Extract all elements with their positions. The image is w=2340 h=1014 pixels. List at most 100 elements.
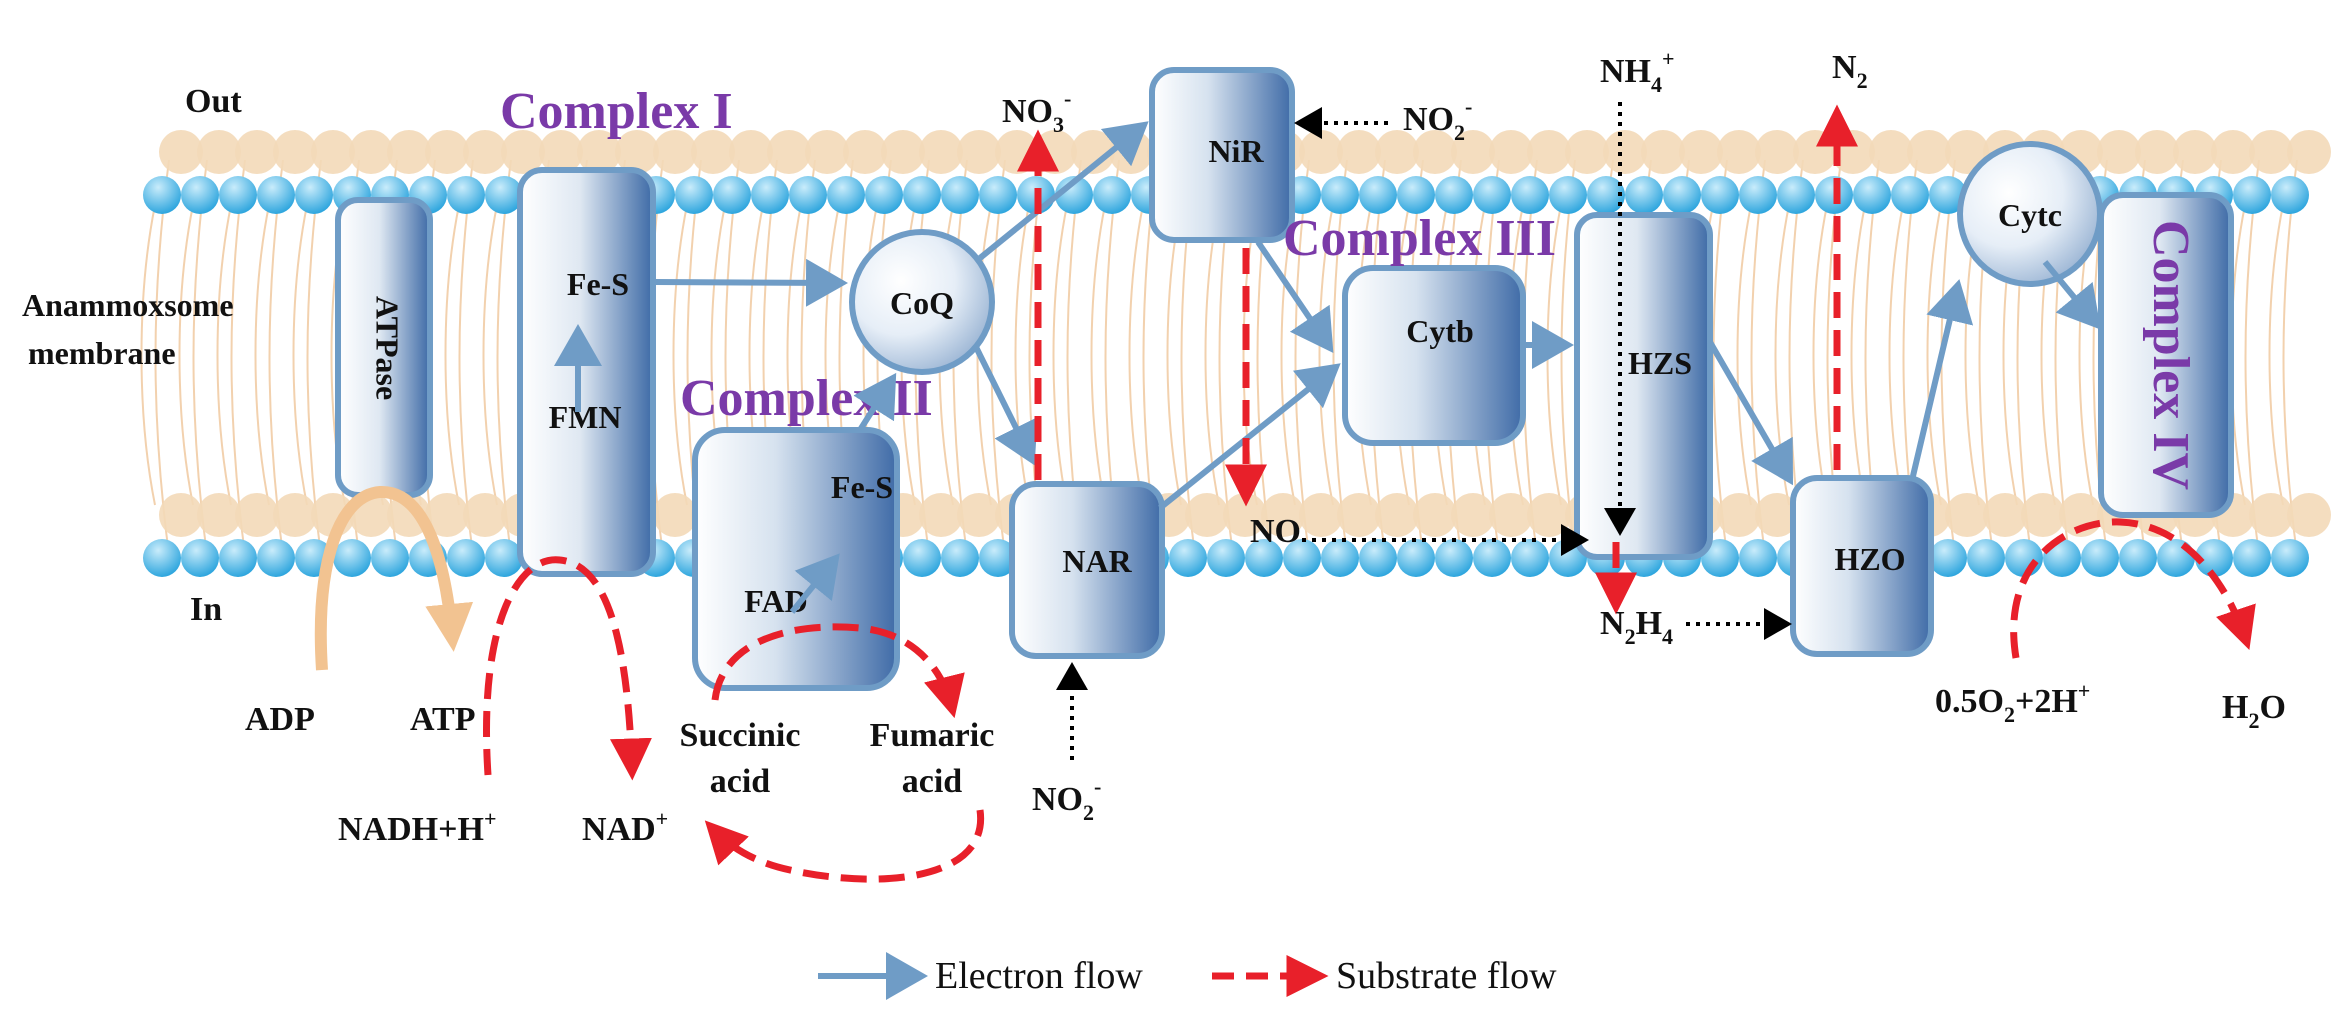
lipid-head xyxy=(979,539,1017,577)
lipid-head xyxy=(1413,493,1457,537)
lipid-head xyxy=(1587,176,1625,214)
lipid-head xyxy=(1435,539,1473,577)
in-label: In xyxy=(190,591,222,628)
lipid-head xyxy=(539,130,583,174)
lipid-head xyxy=(295,176,333,214)
lipid-tail xyxy=(672,204,688,506)
lipid-head xyxy=(501,130,545,174)
lipid-head xyxy=(1565,130,1609,174)
lipid-head xyxy=(729,130,773,174)
coq-circle xyxy=(849,229,995,375)
lipid-head xyxy=(463,130,507,174)
lipid-head xyxy=(2211,130,2255,174)
lipid-tail xyxy=(2268,204,2284,506)
cytb-box xyxy=(1342,265,1526,446)
lipid-head xyxy=(577,130,621,174)
lipid-head xyxy=(691,130,735,174)
lipid-head xyxy=(919,130,963,174)
lipid-head xyxy=(1717,493,1761,537)
succinic-acid-label-line1: Succinic xyxy=(680,717,801,754)
lipid-tail xyxy=(254,204,270,506)
atpase-label: ATPase xyxy=(370,296,406,400)
lipid-head xyxy=(311,130,355,174)
lipid-tail xyxy=(192,159,208,556)
diffusion-arrows xyxy=(1056,102,1792,760)
lipid-head xyxy=(827,176,865,214)
lipid-head xyxy=(1321,176,1359,214)
lipid-tail xyxy=(444,204,460,506)
lipid-head xyxy=(1299,493,1343,537)
lipid-head xyxy=(941,539,979,577)
lipid-head xyxy=(1869,130,1913,174)
lipid-head xyxy=(995,130,1039,174)
lipid-head xyxy=(1527,130,1571,174)
legend: Electron flow Substrate flow xyxy=(818,952,1557,1000)
lipid-head xyxy=(2249,493,2293,537)
n2h4-label: N2H4 xyxy=(1600,605,1673,649)
lipid-head xyxy=(485,539,523,577)
lipid-tail xyxy=(230,159,246,556)
nadh-label: NADH+H+ xyxy=(338,806,496,848)
lipid-head xyxy=(1359,539,1397,577)
lipid-head xyxy=(447,176,485,214)
lipid-head xyxy=(333,539,371,577)
lipid-tail xyxy=(1850,204,1866,506)
lipid-head xyxy=(2135,130,2179,174)
lipid-head xyxy=(2271,176,2309,214)
lipid-tail xyxy=(1318,204,1334,506)
lipid-head xyxy=(881,130,925,174)
complex-iv-box xyxy=(2098,192,2234,518)
lipid-head xyxy=(653,130,697,174)
lipid-tail xyxy=(1128,204,1144,506)
membrane-label-line1: Anammoxsome xyxy=(22,287,234,323)
no-label: NO xyxy=(1250,513,1301,550)
lipid-tail xyxy=(1014,204,1030,506)
lipid-head xyxy=(2157,539,2195,577)
lipid-head xyxy=(1853,176,1891,214)
lipid-head xyxy=(1527,493,1571,537)
lipid-head xyxy=(865,176,903,214)
lipid-head xyxy=(1701,539,1739,577)
lipid-head xyxy=(1397,176,1435,214)
lipid-head xyxy=(1755,130,1799,174)
fes-complex-ii-label: Fe-S xyxy=(831,469,893,505)
lipid-head xyxy=(197,493,241,537)
no2-bottom-label: NO2- xyxy=(1032,774,1101,825)
lipid-tail xyxy=(268,159,284,556)
n2-label: N2 xyxy=(1832,49,1868,93)
lipid-head xyxy=(1967,539,2005,577)
succinic-acid-label-line2: acid xyxy=(710,763,771,800)
lipid-head xyxy=(2271,539,2309,577)
lipid-head xyxy=(1473,176,1511,214)
lipid-head xyxy=(1261,493,1305,537)
lipid-head xyxy=(235,493,279,537)
lipid-head xyxy=(941,176,979,214)
complex-iii-label: Complex III xyxy=(1283,210,1556,267)
lipid-tail xyxy=(1560,159,1576,556)
lipid-tail xyxy=(292,204,308,506)
lipid-head xyxy=(2119,539,2157,577)
lipid-head xyxy=(979,176,1017,214)
complex-i-box xyxy=(517,167,656,577)
lipid-head xyxy=(1907,130,1951,174)
lipid-head xyxy=(2005,539,2043,577)
lipid-head xyxy=(1337,493,1381,537)
lipid-head xyxy=(2081,539,2119,577)
lipid-tail xyxy=(216,204,232,506)
lipid-head xyxy=(425,130,469,174)
lipid-head xyxy=(273,493,317,537)
nir-label: NiR xyxy=(1208,133,1264,169)
lipid-head xyxy=(789,176,827,214)
lipid-head xyxy=(181,539,219,577)
lipid-head xyxy=(653,493,697,537)
lipid-head xyxy=(257,176,295,214)
lipid-head xyxy=(957,130,1001,174)
complex-i-label: Complex I xyxy=(500,83,733,140)
lipid-head xyxy=(1641,130,1685,174)
lipid-head xyxy=(235,130,279,174)
lipid-head xyxy=(1093,176,1131,214)
out-label: Out xyxy=(185,83,242,120)
hzs-label: HZS xyxy=(1628,345,1692,381)
lipid-tail xyxy=(178,204,194,506)
lipid-tail xyxy=(1090,204,1106,506)
